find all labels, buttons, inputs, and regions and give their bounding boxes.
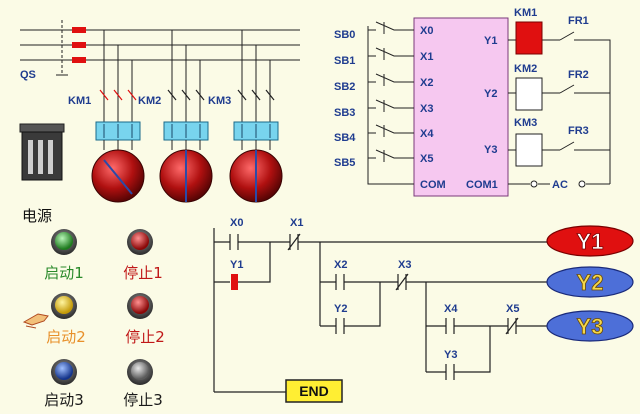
plc-module <box>413 17 509 197</box>
stop-1-label: 停止1 <box>123 264 163 282</box>
output-wires <box>508 39 611 185</box>
motor-1 <box>91 149 145 203</box>
km1-power-label: KM1 <box>68 95 91 107</box>
coil-y1: Y1 <box>546 225 634 257</box>
svg-text:Y2: Y2 <box>484 88 497 100</box>
power-switch-icon[interactable] <box>19 123 65 181</box>
svg-text:SB4: SB4 <box>334 132 356 144</box>
stop-button-3[interactable] <box>127 359 153 385</box>
svg-text:Y1: Y1 <box>230 259 243 271</box>
qs-fuses <box>72 27 86 63</box>
svg-text:FR1: FR1 <box>568 15 589 27</box>
svg-text:Y3: Y3 <box>577 314 604 339</box>
svg-text:X0: X0 <box>420 25 433 37</box>
terminal-icon <box>578 180 586 188</box>
svg-text:X0: X0 <box>230 217 243 229</box>
pointing-hand-icon <box>22 313 49 329</box>
svg-text:KM1: KM1 <box>514 7 537 19</box>
start-button-1[interactable] <box>51 229 77 255</box>
pushbutton-switches <box>367 21 414 185</box>
svg-text:SB1: SB1 <box>334 55 355 67</box>
svg-text:Y2: Y2 <box>577 270 604 295</box>
com-label: COM <box>420 179 446 191</box>
svg-text:Y3: Y3 <box>484 144 497 156</box>
svg-text:FR2: FR2 <box>568 69 589 81</box>
start-1-label: 启动1 <box>44 264 84 282</box>
svg-text:X3: X3 <box>398 259 411 271</box>
svg-text:Y1: Y1 <box>484 35 497 47</box>
y1-hold-contact-active <box>231 274 238 290</box>
stop-button-2[interactable] <box>127 293 153 319</box>
thermal-relays <box>95 121 279 141</box>
ac-label: AC <box>552 179 568 191</box>
svg-text:KM3: KM3 <box>514 117 537 129</box>
feed-wires <box>103 30 271 122</box>
stop-button-1[interactable] <box>127 229 153 255</box>
motor-3 <box>229 149 283 203</box>
fr-contacts <box>559 31 584 151</box>
km3-power-label: KM3 <box>208 95 231 107</box>
stop-2-label: 停止2 <box>125 328 165 346</box>
svg-text:SB0: SB0 <box>334 29 355 41</box>
svg-text:X5: X5 <box>420 153 433 165</box>
plc-inputs: X0 X1 X2 X3 X4 X5 COM <box>420 25 446 191</box>
svg-text:X1: X1 <box>420 51 433 63</box>
svg-text:Y1: Y1 <box>577 229 604 254</box>
svg-text:SB2: SB2 <box>334 81 355 93</box>
start-2-label: 启动2 <box>46 328 86 346</box>
com1-label: COM1 <box>466 179 498 191</box>
km3-coil <box>515 133 543 167</box>
panel-title: 电源 <box>22 207 52 225</box>
svg-text:Y2: Y2 <box>334 303 347 315</box>
svg-text:X4: X4 <box>420 128 434 140</box>
svg-text:KM2: KM2 <box>514 63 537 75</box>
start-button-3[interactable] <box>51 359 77 385</box>
svg-text:Y3: Y3 <box>444 349 457 361</box>
svg-text:X2: X2 <box>420 77 433 89</box>
svg-text:X2: X2 <box>334 259 347 271</box>
coil-y3: Y3 <box>546 310 634 342</box>
svg-text:FR3: FR3 <box>568 125 589 137</box>
km2-power-label: KM2 <box>138 95 161 107</box>
contactor-contacts <box>99 89 275 101</box>
qs-label: QS <box>20 69 36 81</box>
svg-text:SB3: SB3 <box>334 107 355 119</box>
svg-text:X3: X3 <box>420 103 433 115</box>
stop-3-label: 停止3 <box>123 391 163 409</box>
motor-wires <box>103 140 271 150</box>
coil-y2: Y2 <box>546 266 634 298</box>
start-button-2[interactable] <box>51 293 77 319</box>
power-circuit <box>20 20 300 76</box>
ladder-rungs <box>213 228 550 393</box>
svg-text:X4: X4 <box>444 303 458 315</box>
sb-labels: SB0 SB1 SB2 SB3 SB4 SB5 <box>334 29 356 169</box>
ladder-contact-labels: X0 X1 Y1 X2 X3 Y2 X4 X5 Y3 <box>230 217 519 361</box>
svg-text:X5: X5 <box>506 303 519 315</box>
terminal-icon <box>530 180 538 188</box>
start-3-label: 启动3 <box>44 391 84 409</box>
km2-coil <box>515 77 543 111</box>
motor-2 <box>159 149 213 203</box>
plc-outputs: Y1 Y2 Y3 COM1 <box>466 35 498 191</box>
svg-text:X1: X1 <box>290 217 303 229</box>
km1-coil <box>515 21 543 55</box>
svg-text:SB5: SB5 <box>334 157 355 169</box>
end-block: END <box>285 379 343 403</box>
svg-text:END: END <box>299 383 329 399</box>
